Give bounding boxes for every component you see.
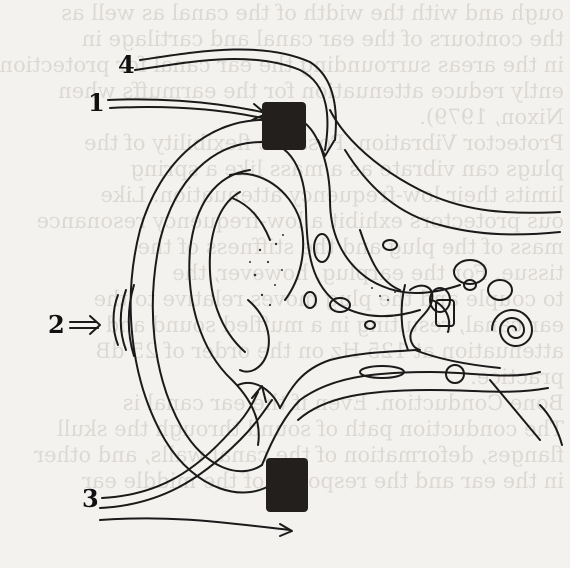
sound-wave bbox=[121, 290, 126, 350]
label-1: 1 bbox=[88, 88, 105, 117]
skull-top bbox=[330, 110, 560, 213]
arrowhead-2 bbox=[90, 316, 100, 334]
concha bbox=[230, 174, 303, 300]
crus-helix bbox=[232, 198, 270, 240]
mastoid-cell bbox=[304, 292, 316, 308]
tragus bbox=[240, 300, 269, 372]
canal-upper-wall-2 bbox=[300, 120, 460, 293]
label-3: 3 bbox=[82, 484, 99, 513]
earmuff-top bbox=[262, 102, 306, 150]
eardrum bbox=[402, 285, 408, 350]
mastoid-cell bbox=[365, 321, 375, 329]
mastoid-cell bbox=[383, 240, 397, 250]
path-3c bbox=[100, 518, 290, 530]
label-4: 4 bbox=[118, 50, 135, 79]
ossicle-incus bbox=[432, 300, 449, 332]
earmuff-bottom bbox=[266, 458, 308, 512]
antihelix-inner bbox=[210, 192, 245, 352]
lower-skull bbox=[540, 405, 562, 445]
sound-wave bbox=[114, 295, 119, 345]
label-2: 2 bbox=[48, 310, 65, 339]
ossicle-malleus bbox=[410, 286, 432, 350]
pinna-inner-rim bbox=[153, 142, 262, 471]
cochlea bbox=[492, 310, 532, 346]
styloid bbox=[490, 380, 540, 440]
canal-lower-wall-2 bbox=[262, 372, 540, 465]
path-4b bbox=[140, 49, 336, 140]
bone-contour bbox=[360, 230, 400, 290]
mastoid-cell bbox=[314, 234, 330, 262]
antihelix bbox=[189, 170, 258, 445]
semicircular-canal bbox=[488, 280, 512, 300]
tissue-stipple bbox=[249, 234, 396, 306]
path-1 bbox=[108, 99, 262, 112]
